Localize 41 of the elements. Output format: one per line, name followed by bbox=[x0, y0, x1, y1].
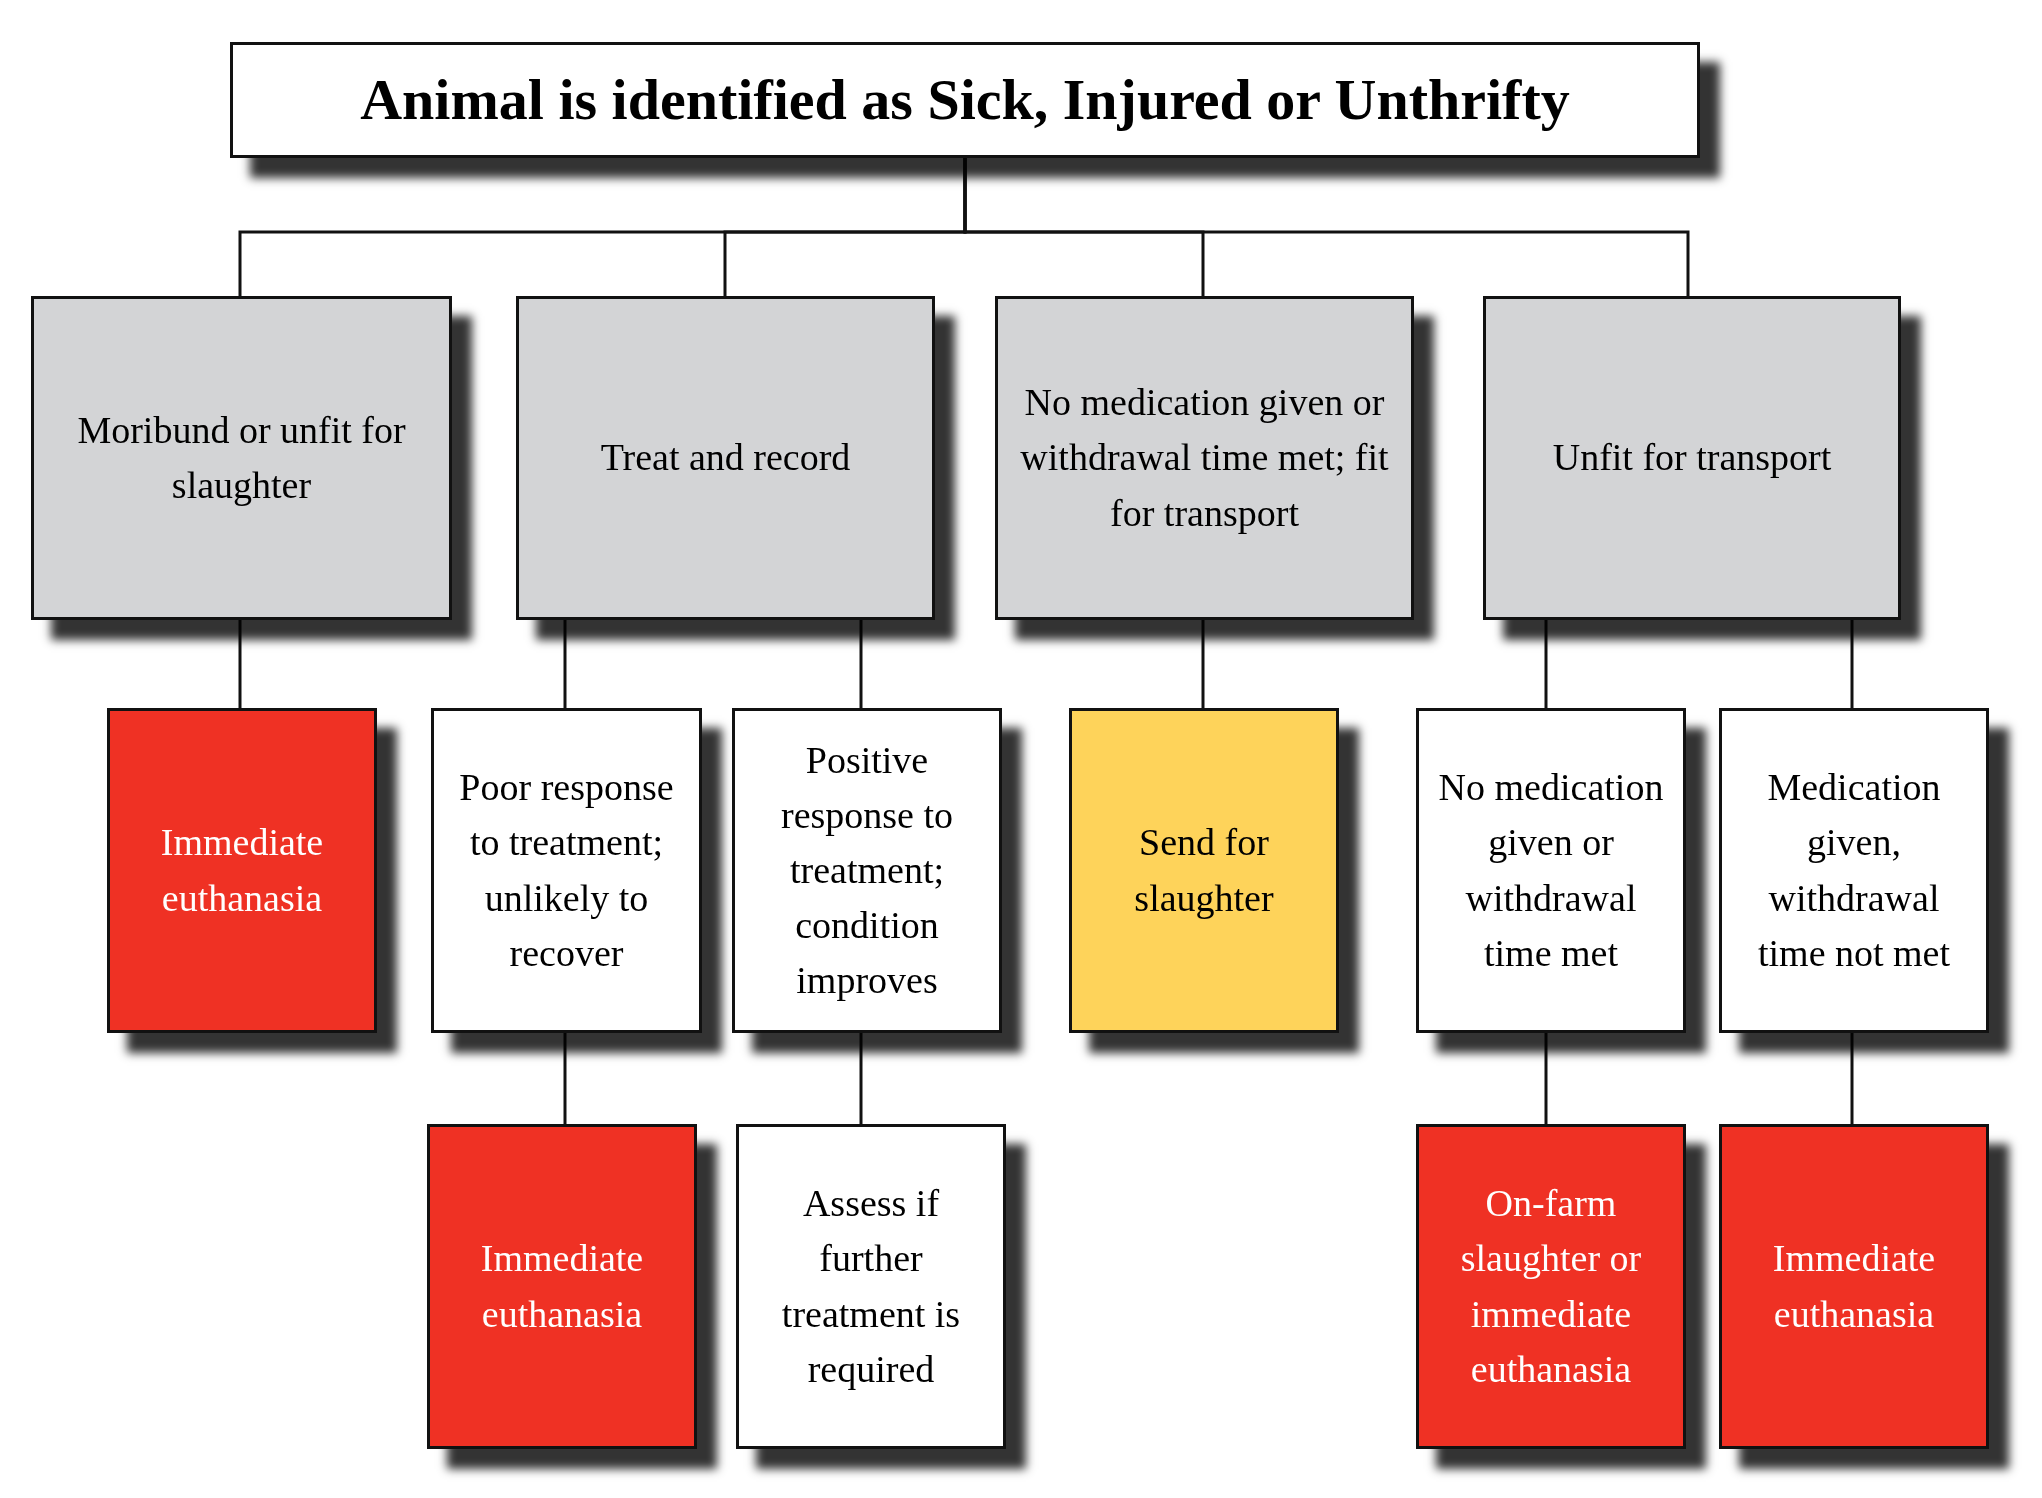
outcome-box bbox=[427, 1124, 697, 1449]
condition-box bbox=[431, 708, 702, 1033]
connector-line bbox=[859, 620, 863, 708]
box-text: Treat and record bbox=[600, 435, 851, 481]
connector-line bbox=[1201, 620, 1205, 708]
connector-line bbox=[238, 620, 242, 708]
category-box bbox=[1483, 296, 1901, 620]
category-box bbox=[995, 296, 1414, 620]
box-text: Medication given, withdrawal time not met bbox=[1756, 765, 1952, 976]
box-text: Immediate euthanasia bbox=[1771, 1236, 1937, 1337]
outcome-box bbox=[1719, 1124, 1989, 1449]
box-text: Poor response to treatment; unlikely to recover bbox=[458, 765, 675, 976]
box-text: Unfit for transport bbox=[1552, 435, 1832, 481]
condition-box bbox=[1719, 708, 1989, 1033]
box-text: Send for slaughter bbox=[1133, 820, 1275, 921]
box-text: No medication given or withdrawal time met; fit for transport bbox=[1019, 380, 1390, 536]
condition-box bbox=[1416, 708, 1686, 1033]
category-box bbox=[516, 296, 935, 620]
connector-line bbox=[963, 158, 1690, 296]
box-text: Immediate euthanasia bbox=[159, 820, 325, 921]
condition-box bbox=[736, 1124, 1006, 1449]
box-text: No medication given or withdrawal time met bbox=[1437, 765, 1665, 976]
box-text: Assess if further treatment is required bbox=[780, 1181, 962, 1392]
connector-line bbox=[563, 1033, 567, 1124]
connector-line bbox=[1850, 620, 1854, 708]
box-text: On-farm slaughter or immediate euthanasia bbox=[1459, 1181, 1643, 1392]
outcome-box bbox=[107, 708, 377, 1033]
connector-line bbox=[1850, 1033, 1854, 1124]
box-text: Immediate euthanasia bbox=[479, 1236, 645, 1337]
connector-line bbox=[1544, 620, 1548, 708]
connector-line bbox=[563, 620, 567, 708]
box-text: Positive response to treatment; condition improves bbox=[780, 737, 954, 1004]
outcome-box bbox=[1416, 1124, 1686, 1449]
outcome-box bbox=[1069, 708, 1339, 1033]
category-box bbox=[31, 296, 452, 620]
condition-box bbox=[732, 708, 1002, 1033]
connector-line bbox=[859, 1033, 863, 1124]
title-box bbox=[230, 42, 1700, 158]
title-text: Animal is identified as Sick, Injured or Unthrifty bbox=[360, 66, 1570, 135]
box-text: Moribund or unfit for slaughter bbox=[76, 407, 407, 508]
connector-line bbox=[1544, 1033, 1548, 1124]
